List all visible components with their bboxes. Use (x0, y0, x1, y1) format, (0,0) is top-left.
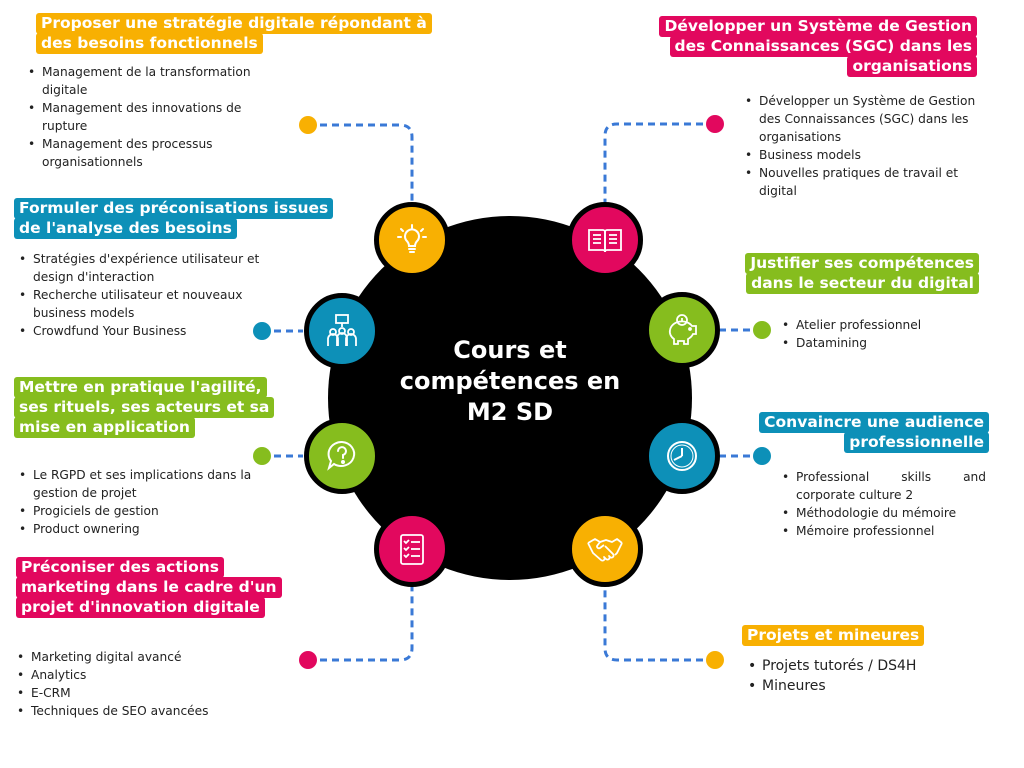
list-item: Analytics (15, 666, 265, 684)
topic-4-list: Marketing digital avancé Analytics E-CRM… (15, 648, 265, 720)
topic-5-list: Développer un Système de Gestion des Con… (743, 92, 983, 200)
question-bubble-icon (327, 440, 356, 471)
piggy-bank-icon (668, 314, 697, 345)
connector-dot-4 (299, 651, 317, 669)
node-strategy (374, 202, 450, 278)
list-item: Développer un Système de Gestion des Con… (743, 92, 983, 146)
node-skills (644, 292, 720, 368)
team-presentation-icon (327, 314, 357, 346)
clock-icon (667, 441, 697, 471)
node-analysis (304, 293, 380, 369)
topic-3-list: Le RGPD et ses implications dans la gest… (17, 466, 272, 538)
node-agility (304, 418, 380, 494)
list-item: Projets tutorés / DS4H (746, 656, 966, 676)
connector-topic-5 (603, 122, 715, 203)
list-item: Professional skills and corporate cultur… (780, 468, 986, 504)
topic-1-title: Proposer une stratégie digitale répondan… (36, 13, 436, 54)
topic-8-title: Projets et mineures (742, 625, 942, 646)
connector-dot-1 (299, 116, 317, 134)
list-item: Méthodologie du mémoire (780, 504, 986, 522)
topic-7-list: Professional skills and corporate cultur… (780, 468, 986, 540)
connector-dot-6 (753, 321, 771, 339)
center-title: Cours et compétences en M2 SD (399, 336, 621, 426)
list-item: Mémoire professionnel (780, 522, 986, 540)
topic-5-title: Développer un Système de Gestion des Con… (655, 16, 977, 77)
list-item: Mineures (746, 676, 966, 696)
list-item: Progiciels de gestion (17, 502, 272, 520)
checklist-icon (400, 534, 424, 565)
topic-3-title: Mettre en pratique l'agilité, ses rituel… (14, 377, 284, 438)
list-item: Datamining (780, 334, 980, 352)
list-item: Management des innovations de rupture (26, 99, 276, 135)
topic-4-title: Préconiser des actions marketing dans le… (16, 557, 296, 618)
list-item: Recherche utilisateur et nouveaux busine… (17, 286, 267, 322)
list-item: Marketing digital avancé (15, 648, 265, 666)
list-item: Stratégies d'expérience utilisateur et d… (17, 250, 267, 286)
list-item: Nouvelles pratiques de travail et digita… (743, 164, 983, 200)
connector-dot-8 (706, 651, 724, 669)
list-item: E-CRM (15, 684, 265, 702)
list-item: Crowdfund Your Business (17, 322, 267, 340)
list-item: Techniques de SEO avancées (15, 702, 265, 720)
connector-dot-3 (253, 447, 271, 465)
list-item: Le RGPD et ses implications dans la gest… (17, 466, 272, 502)
node-knowledge (567, 202, 643, 278)
list-item: Business models (743, 146, 983, 164)
connector-topic-1 (308, 123, 414, 203)
node-audience (644, 418, 720, 494)
connector-dot-7 (753, 447, 771, 465)
connector-dot-5 (706, 115, 724, 133)
topic-2-list: Stratégies d'expérience utilisateur et d… (17, 250, 267, 340)
topic-8-list: Projets tutorés / DS4H Mineures (746, 656, 966, 696)
node-marketing (374, 511, 450, 587)
open-book-icon (588, 229, 622, 253)
connector-topic-8 (603, 585, 715, 662)
list-item: Product ownering (17, 520, 272, 538)
topic-6-list: Atelier professionnel Datamining (780, 316, 980, 352)
connector-topic-4 (308, 585, 414, 662)
topic-6-title: Justifier ses compétences dans le secteu… (735, 253, 979, 294)
list-item: Atelier professionnel (780, 316, 980, 334)
list-item: Management des processus organisationnel… (26, 135, 276, 171)
lightbulb-icon (397, 224, 427, 253)
topic-7-title: Convaincre une audience professionnelle (745, 412, 989, 453)
topic-2-title: Formuler des préconisations issues de l'… (14, 198, 344, 239)
list-item: Management de la transformation digitale (26, 63, 276, 99)
topic-1-list: Management de la transformation digitale… (26, 63, 276, 171)
handshake-icon (587, 538, 623, 562)
node-projects (567, 511, 643, 587)
